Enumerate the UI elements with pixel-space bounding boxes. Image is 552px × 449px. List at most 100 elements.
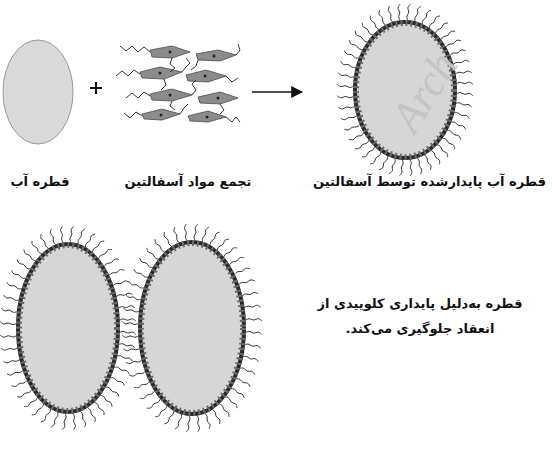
alkyl-chain (417, 158, 421, 174)
alkyl-chain (117, 356, 132, 361)
alkyl-chain (78, 229, 85, 244)
alkyl-chain (337, 84, 353, 87)
alkyl-chain (231, 388, 244, 398)
alkyl-chain (224, 248, 237, 257)
alkyl-chain (1, 348, 17, 350)
alkyl-chain (355, 31, 367, 42)
alkyl-chain (119, 344, 135, 348)
alkyl-chain (120, 331, 136, 334)
alkyl-chain (114, 367, 129, 374)
alkyl-chain (399, 160, 403, 176)
alkyl-chain (104, 259, 119, 266)
alkyl-chain (205, 413, 210, 429)
caption-label: تجمع مواد آسفالتین (125, 170, 252, 195)
alkyl-chain (194, 224, 198, 240)
alkyl-chain (431, 151, 440, 165)
alkyl-chain (341, 61, 356, 67)
alkyl-chain (7, 370, 23, 375)
alkyl-chain (85, 234, 95, 247)
alkyl-chain (110, 378, 124, 386)
alkyl-chain (443, 138, 455, 149)
alkyl-chain (175, 414, 182, 429)
alkyl-chain (62, 414, 66, 430)
alkyl-chain (147, 399, 160, 408)
alkyl-chain (355, 140, 369, 148)
alkyl-chain (447, 131, 460, 140)
alkyl-chain (106, 387, 119, 396)
alkyl-chain (230, 257, 244, 264)
alkyl-chain (70, 226, 74, 242)
alkyl-chain (24, 250, 36, 261)
alkyl-chain (456, 103, 472, 108)
plus-sign (90, 82, 102, 94)
alkyl-chain (236, 379, 250, 387)
alkyl-chain (422, 10, 430, 24)
alkyl-chain (51, 412, 58, 427)
alkyl-chain (50, 229, 55, 245)
alkyl-chain (41, 234, 49, 248)
alkyl-chain (147, 248, 159, 259)
alkyl-chain (424, 155, 431, 170)
alkyl-chain (245, 305, 261, 307)
alkyl-chain (4, 295, 19, 300)
alkyl-chain (116, 293, 132, 296)
alkyl-chain (140, 391, 154, 398)
alkyl-chain (454, 113, 469, 119)
alkyl-chain (88, 408, 96, 422)
alkyl-chain (202, 227, 209, 242)
alkyl-chain (123, 308, 139, 312)
alkyl-chain (450, 50, 465, 55)
alkyl-chain (0, 321, 16, 324)
alkyl-chain (99, 250, 112, 259)
alkyl-chain (24, 398, 37, 407)
asphaltene-film (19, 245, 117, 411)
alkyl-chain (4, 359, 20, 362)
alkyl-chain (246, 331, 262, 334)
alkyl-chain (243, 356, 258, 361)
alkyl-chain (457, 93, 473, 96)
alkyl-chain (235, 268, 250, 274)
alkyl-chain (344, 51, 358, 58)
asphaltene-film (141, 243, 243, 413)
alkyl-chain (246, 319, 262, 321)
alkyl-chain (134, 382, 149, 388)
caption-label: قطره آب پایدارشده توسط آسفالتین (313, 170, 546, 195)
alkyl-chain (407, 4, 411, 20)
note-text: قطره به‌دلیل پایداری کلوییدی از انعقاد ج… (300, 292, 540, 341)
alkyl-chain (429, 16, 440, 28)
alkyl-chain (94, 402, 104, 415)
alkyl-chain (155, 406, 167, 417)
alkyl-chain (437, 145, 447, 157)
alkyl-chain (129, 371, 145, 376)
alkyl-chain (0, 335, 16, 337)
alkyl-chain (337, 96, 353, 98)
alkyl-chain (197, 416, 199, 432)
alkyl-chain (32, 404, 44, 415)
alkyl-chain (226, 397, 238, 408)
alkyl-chain (119, 306, 135, 308)
alkyl-chain (134, 269, 148, 277)
alkyl-chain (12, 381, 27, 387)
alkyl-chain (349, 40, 362, 49)
stabilised-droplet (122, 224, 262, 431)
alkyl-chain (113, 281, 129, 286)
alkyl-chain (155, 239, 165, 252)
alkyl-chain (122, 335, 138, 337)
alkyl-chain (17, 390, 32, 397)
alkyl-chain (123, 348, 139, 350)
alkyl-chain (398, 4, 400, 20)
alkyl-chain (41, 409, 51, 422)
alkyl-chain (126, 294, 141, 299)
reaction-arrow (252, 91, 302, 93)
alkyl-chain (219, 404, 229, 417)
alkyl-chain (344, 125, 359, 130)
alkyl-chain (370, 152, 381, 164)
alkyl-chain (126, 360, 142, 363)
alkyl-chain (242, 292, 258, 295)
alkyl-chain (73, 414, 75, 430)
water-droplet (3, 40, 73, 144)
alkyl-chain (441, 31, 455, 39)
stabilised-droplet (0, 226, 136, 429)
alkyl-chain (186, 416, 190, 432)
